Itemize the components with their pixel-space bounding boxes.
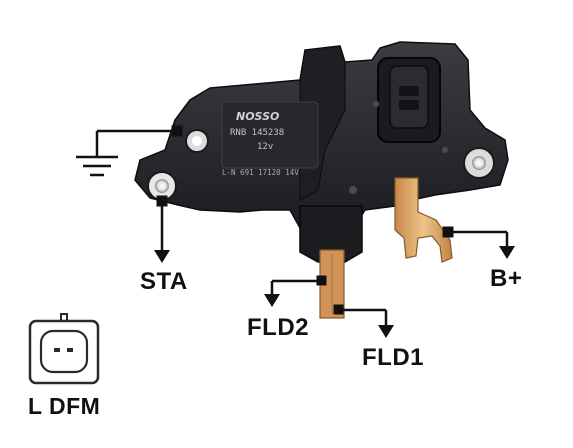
mounting-hole-mid xyxy=(185,129,209,153)
ground-icon xyxy=(76,155,118,177)
fld1-point xyxy=(333,304,344,315)
model-number: RNB 145238 xyxy=(230,128,284,138)
voltage-rating: 12v xyxy=(257,142,273,152)
fld2-arrow xyxy=(264,294,280,307)
screw xyxy=(349,186,357,194)
voltage-regulator xyxy=(134,41,509,319)
part-code: L-N 691 17120 14V xyxy=(222,168,299,177)
fld2-annotation xyxy=(264,275,327,307)
plug-connector xyxy=(377,57,441,143)
label-plate xyxy=(221,101,319,169)
sta-arrow xyxy=(154,250,170,263)
screw xyxy=(373,101,379,107)
mounting-hole-right xyxy=(463,147,495,179)
ground-annotation xyxy=(76,125,183,177)
screw xyxy=(442,147,448,153)
ground-point xyxy=(171,125,183,137)
connector-pinout-icon xyxy=(28,313,100,385)
sta-point xyxy=(156,195,168,207)
connector-label: L DFM xyxy=(28,393,101,419)
brand-logo: NOSSO xyxy=(236,110,279,123)
brass-terminal xyxy=(394,177,453,263)
bplus-annotation xyxy=(442,226,515,259)
fld2-label: FLD2 xyxy=(247,314,309,341)
fld2-point xyxy=(316,275,327,286)
bplus-point xyxy=(442,226,454,238)
sta-annotation xyxy=(154,195,170,263)
fld1-label: FLD1 xyxy=(362,344,424,371)
b-plus-label: B+ xyxy=(490,265,523,292)
bplus-arrow xyxy=(499,246,515,259)
brush-holder xyxy=(299,205,363,263)
sta-label: STA xyxy=(140,268,188,295)
fld1-arrow xyxy=(378,325,394,338)
regulator-markings: NOSSO RNB 145238 12v L-N 691 17120 14V xyxy=(222,110,299,177)
fld1-annotation xyxy=(333,304,394,338)
